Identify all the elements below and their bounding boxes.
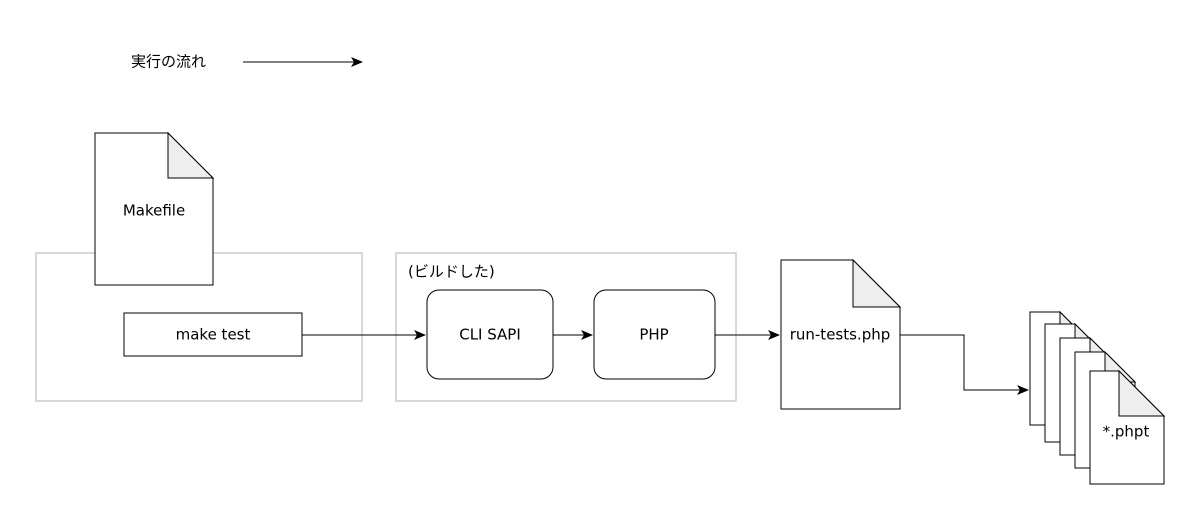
php-label: PHP (639, 326, 668, 344)
php-box: PHP (593, 289, 716, 380)
make-test-box: make test (123, 312, 303, 357)
cli-sapi-label: CLI SAPI (459, 326, 521, 344)
run-tests-document: run-tests.php (780, 258, 902, 410)
run-tests-label: run-tests.php (790, 326, 891, 344)
phpt-document-stack: *.phpt (1029, 310, 1166, 485)
make-test-label: make test (176, 326, 251, 344)
built-php-group-box (395, 252, 737, 402)
legend-label: 実行の流れ (131, 53, 206, 71)
makefile-document: Makefile (94, 131, 215, 286)
makefile-label: Makefile (123, 202, 185, 220)
phpt-doc-front: *.phpt (1089, 369, 1166, 485)
phpt-label: *.phpt (1103, 423, 1150, 441)
cli-sapi-box: CLI SAPI (426, 289, 554, 380)
built-note-label: (ビルドした) (408, 263, 495, 281)
legend: 実行の流れ (131, 53, 363, 71)
edge-run-tests-to-phpt (900, 334, 1029, 395)
